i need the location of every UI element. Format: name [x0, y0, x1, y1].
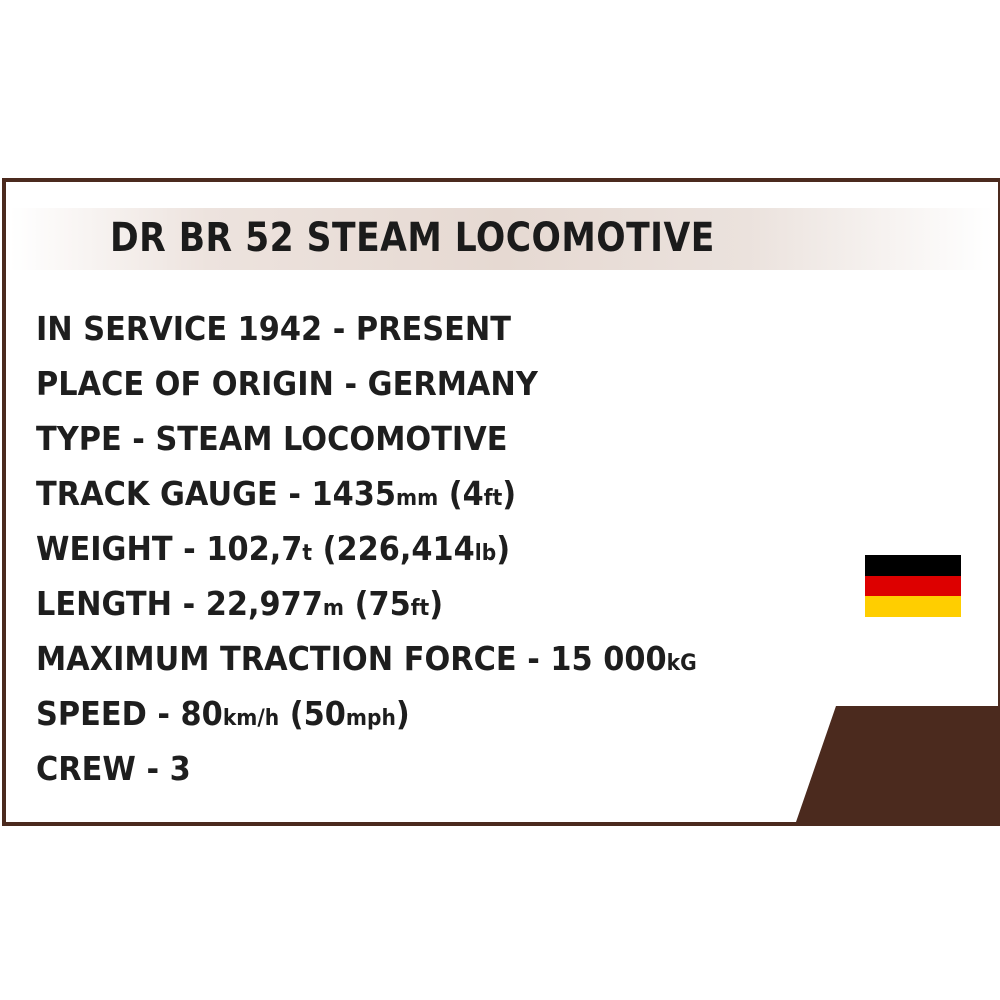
spec-unit: mm	[396, 486, 439, 511]
spec-place-of-origin: PLACE OF ORIGIN - GERMANY	[36, 364, 697, 419]
spec-type: TYPE - STEAM LOCOMOTIVE	[36, 419, 697, 474]
spec-unit: kG	[666, 651, 697, 676]
spec-separator: -	[277, 474, 312, 513]
germany-flag-icon	[865, 555, 961, 618]
spec-label: IN SERVICE	[36, 309, 228, 348]
spec-track-gauge: TRACK GAUGE - 1435mm (4ft)	[36, 474, 697, 529]
spec-crew: CREW - 3	[36, 749, 697, 804]
spec-value: 80	[180, 694, 223, 733]
title-band	[10, 208, 994, 270]
spec-alt-unit: mph	[345, 706, 396, 731]
spec-label: TRACK GAUGE	[36, 474, 278, 513]
spec-paren: )	[395, 694, 410, 733]
spec-label: LENGTH	[36, 584, 173, 623]
spec-paren: )	[429, 584, 444, 623]
flag-stripe-gold	[865, 596, 961, 618]
spec-label: MAXIMUM TRACTION FORCE	[36, 639, 517, 678]
spec-alt-unit: ft	[410, 596, 430, 621]
spec-length: LENGTH - 22,977m (75ft)	[36, 584, 697, 639]
spec-value: STEAM LOCOMOTIVE	[155, 419, 508, 458]
spec-label: TYPE	[36, 419, 122, 458]
spec-paren: )	[496, 529, 511, 568]
spec-separator: -	[172, 584, 206, 623]
spec-alt-unit: lb	[474, 541, 497, 566]
spec-paren: )	[502, 474, 517, 513]
spec-list: IN SERVICE 1942 - PRESENT PLACE OF ORIGI…	[36, 309, 754, 804]
spec-separator: -	[121, 419, 156, 458]
spec-unit: t	[302, 541, 313, 566]
spec-label: WEIGHT	[36, 529, 173, 568]
spec-separator: -	[516, 639, 551, 678]
spec-value: 15 000	[550, 639, 667, 678]
spec-alt-value: (50	[279, 694, 346, 733]
spec-max-traction-force: MAXIMUM TRACTION FORCE - 15 000kG	[36, 639, 697, 694]
spec-speed: SPEED - 80km/h (50mph)	[36, 694, 697, 749]
spec-label: SPEED	[36, 694, 147, 733]
flag-stripe-black	[865, 555, 961, 576]
spec-separator	[227, 309, 238, 348]
spec-separator: -	[135, 749, 170, 788]
spec-in-service: IN SERVICE 1942 - PRESENT	[36, 309, 697, 364]
spec-alt-value: (75	[344, 584, 411, 623]
corner-tab	[796, 706, 998, 822]
spec-value: 102,7	[206, 529, 303, 568]
spec-unit: km/h	[222, 706, 280, 731]
spec-value: 22,977	[205, 584, 323, 623]
spec-separator: -	[146, 694, 181, 733]
flag-stripe-red	[865, 575, 961, 597]
spec-separator: -	[333, 364, 368, 403]
spec-alt-value: (226,414	[312, 529, 475, 568]
spec-label: PLACE OF ORIGIN	[36, 364, 334, 403]
spec-value: 3	[169, 749, 191, 788]
spec-card: DR BR 52 STEAM LOCOMOTIVE IN SERVICE 194…	[2, 178, 1000, 826]
spec-unit: m	[322, 596, 345, 621]
spec-value: GERMANY	[367, 364, 538, 403]
spec-value: 1942 - PRESENT	[237, 309, 511, 348]
spec-label: CREW	[36, 749, 136, 788]
page-title: DR BR 52 STEAM LOCOMOTIVE	[110, 215, 715, 261]
spec-alt-value: (4	[438, 474, 484, 513]
spec-value: 1435	[311, 474, 397, 513]
spec-weight: WEIGHT - 102,7t (226,414lb)	[36, 529, 697, 584]
spec-separator: -	[172, 529, 207, 568]
spec-alt-unit: ft	[483, 486, 503, 511]
